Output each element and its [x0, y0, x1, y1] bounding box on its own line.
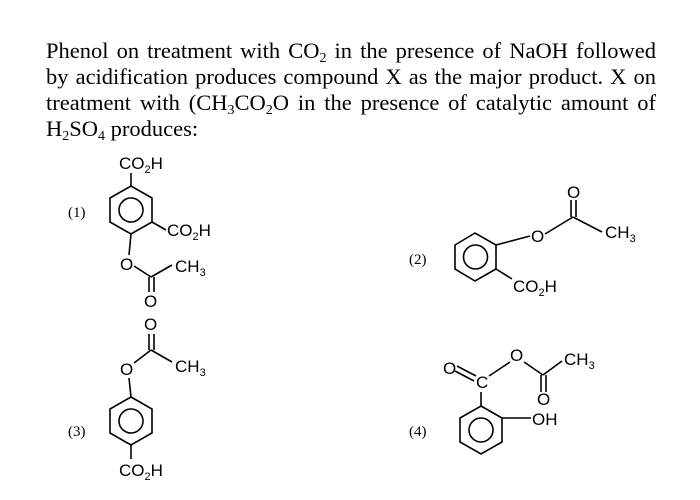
option-3-benzene-ring — [109, 396, 153, 446]
option-2-ester-oxygen: O — [531, 227, 544, 246]
option-2-label: (2) — [409, 252, 427, 268]
option-4-anhydride-oxygen-1: O — [443, 359, 456, 378]
option-1-top-carboxyl-label: CO2H — [119, 154, 163, 176]
option-2-acid-label: CO2H — [513, 277, 557, 299]
option-2-o-carbonyl-bond — [544, 216, 574, 235]
option-1-side-carboxyl-label: CO2H — [167, 221, 211, 243]
option-4-c-o-double-bond-b — [454, 370, 475, 382]
option-1-benzene-ring — [109, 185, 153, 235]
question-text: Phenol on treatment with CO2 in the pres… — [46, 38, 657, 144]
option-4-anhydride-oxygen-2: O — [510, 346, 523, 365]
option-1-side-bond — [151, 221, 167, 231]
option-4-carbonyl-oxygen: O — [537, 390, 550, 409]
option-4-c-o-bond — [488, 361, 511, 377]
option-2-carbonyl-methyl-bond — [572, 216, 603, 233]
option-3-carbonyl-methyl-bond — [150, 349, 173, 363]
option-3-structure: (3) O CH3 O CO2H — [68, 315, 206, 483]
option-4-carbonyl-methyl-bond — [542, 360, 563, 376]
option-2-methyl-label: CH3 — [605, 223, 636, 245]
option-1-carbonyl-oxygen: O — [144, 292, 157, 311]
option-1-methyl-label: CH3 — [175, 257, 206, 279]
option-4-carbon-label: C — [476, 373, 488, 392]
option-3-carbonyl-oxygen: O — [144, 315, 157, 334]
option-4-methyl-label: CH3 — [564, 350, 595, 372]
option-2-acid-bond — [495, 268, 513, 280]
option-3-ring-oxygen-bond — [128, 377, 132, 398]
option-3-carbonyl-oxygen-bond — [133, 349, 152, 364]
option-4-aromatic-circle — [468, 417, 494, 443]
option-2-aromatic-circle — [462, 244, 489, 270]
question-line-1: Phenol on treatment with CO2 in the pres… — [46, 38, 657, 66]
option-4-label: (4) — [409, 424, 427, 440]
question-line-4: H2SO4 produces: — [46, 116, 199, 144]
option-3-methyl-label: CH3 — [175, 357, 206, 379]
question-line-3: treatment with (CH3CO2O in the presence … — [46, 90, 656, 118]
question-line-2: by acidification produces compound X as … — [46, 64, 656, 89]
option-1-aromatic-circle — [118, 197, 144, 223]
option-3-ester-oxygen: O — [120, 360, 133, 379]
option-1-carbonyl-methyl-bond — [150, 264, 173, 278]
option-4-hydroxyl-label: OH — [532, 410, 558, 429]
option-4-o-carbonyl-bond — [523, 361, 544, 376]
option-4-c-o-double-bond-a — [456, 365, 477, 377]
option-1-ring-oxygen-bond — [128, 233, 132, 256]
option-2-structure: (2) O O CH3 CO2H — [409, 183, 636, 299]
option-4-structure: (4) O C O CH3 O OH — [409, 346, 595, 455]
option-1-structure: (1) CO2H CO2H O O CH3 — [68, 154, 211, 311]
option-1-ester-oxygen: O — [120, 255, 133, 274]
option-1-o-carbonyl-bond — [133, 265, 152, 278]
option-1-label: (1) — [68, 205, 86, 221]
option-2-ring-oxygen-bond — [495, 235, 531, 246]
option-2-benzene-ring — [454, 232, 497, 282]
option-4-benzene-ring — [459, 405, 503, 455]
option-3-label: (3) — [68, 424, 86, 440]
option-3-aromatic-circle — [118, 408, 144, 434]
option-3-bottom-carboxyl-label: CO2H — [119, 461, 163, 483]
option-2-carbonyl-oxygen: O — [567, 183, 580, 202]
